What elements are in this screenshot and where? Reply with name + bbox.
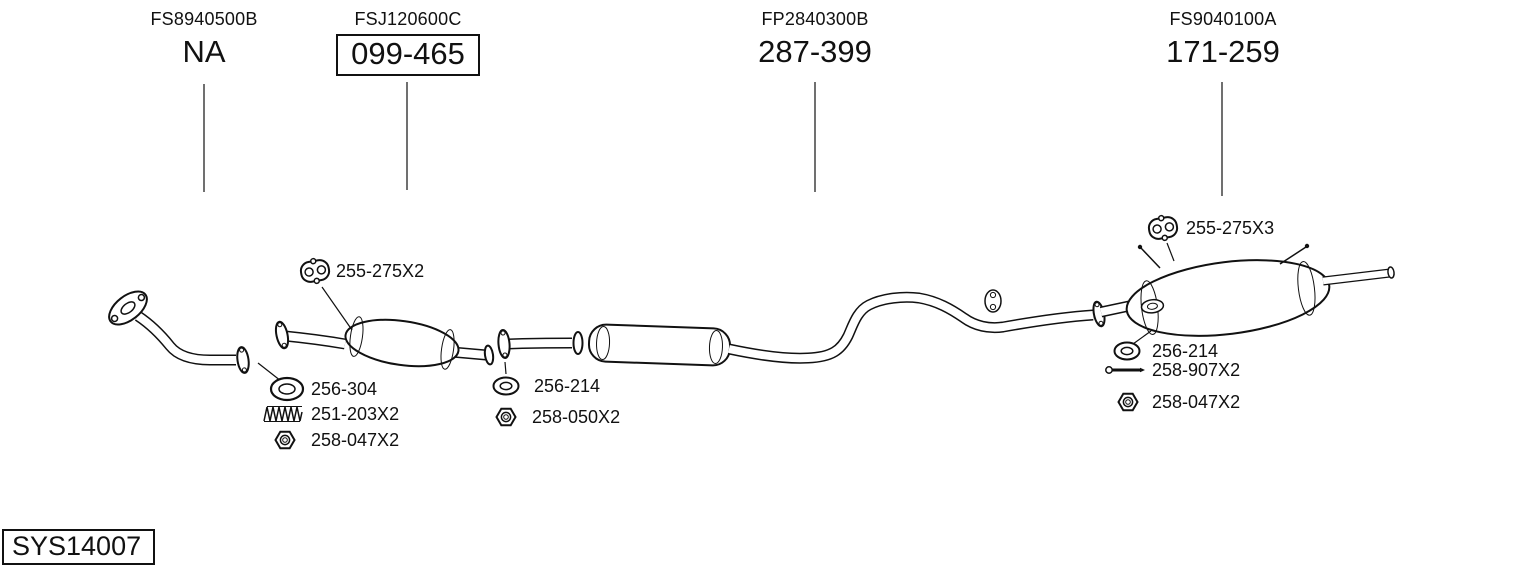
part-ref: FS8940500B [150,9,258,29]
part-ref: FS9040100A [1169,9,1277,29]
intermediate-pipe [727,289,1136,364]
pipe-hanger-bracket [984,289,1002,313]
tailpipe [1322,266,1395,286]
part-code: 099-465 [288,34,528,76]
callout-label-ring-rear: 256-214 [1152,341,1219,361]
resonator-outlet-flange [483,344,495,366]
ring-icon [492,376,520,396]
ring-icon [1113,341,1141,361]
callout-label-nut-mid: 258-050X2 [532,407,621,427]
part-code: 287-399 [758,34,872,69]
system-code: SYS14007 [2,529,156,565]
front-flange [108,290,148,326]
hanger-icon [298,255,332,287]
resonator-inlet-flange [274,320,290,350]
callout-label-ring-mid: 256-214 [534,376,601,396]
center-muffler-section [497,323,732,367]
part-group-3: FP2840300B 287-399 [695,8,935,70]
part-code: 171-259 [1166,34,1280,69]
callout-label-hanger-front: 255-275X2 [336,261,425,281]
callout-label-nut-front: 258-047X2 [311,430,400,450]
callout-label-nut-rear: 258-047X2 [1152,392,1241,412]
nut-icon [1117,392,1139,412]
nut-icon [274,430,296,450]
part-ref: FSJ120600C [354,9,462,29]
callout-label-gasket-front: 256-304 [311,379,378,399]
hanger-icon [1146,212,1180,244]
callout-label-hanger-rear: 255-275X3 [1186,218,1275,238]
rear-muffler-body [1125,259,1331,337]
rear-muffler-section [1125,243,1395,337]
callout-label-spring-front: 251-203X2 [311,404,400,424]
front-pipe [108,290,250,374]
callout-leader-lines [257,242,1175,382]
gasket-icon [269,376,305,402]
front-pipe-end-flange [236,346,250,374]
center-pipe-ring [572,331,584,355]
callout-label-bolt-rear: 258-907X2 [1152,360,1241,380]
part-code: NA [182,34,226,69]
part-ref: FP2840300B [761,9,869,29]
resonator-section [274,316,495,370]
nut-icon [495,407,517,427]
column-leader-lines [203,82,1223,196]
part-code-box: 099-465 [336,34,480,76]
bolt-icon [1104,365,1147,375]
center-muffler-body [587,323,732,367]
rear-hanger-rods [1137,243,1310,269]
spring-icon [263,405,303,423]
center-inlet-flange [497,329,511,359]
part-group-2: FSJ120600C 099-465 [288,8,528,76]
resonator-body [344,316,460,370]
part-group-1: FS8940500B NA [84,8,324,70]
part-group-4: FS9040100A 171-259 [1103,8,1343,70]
